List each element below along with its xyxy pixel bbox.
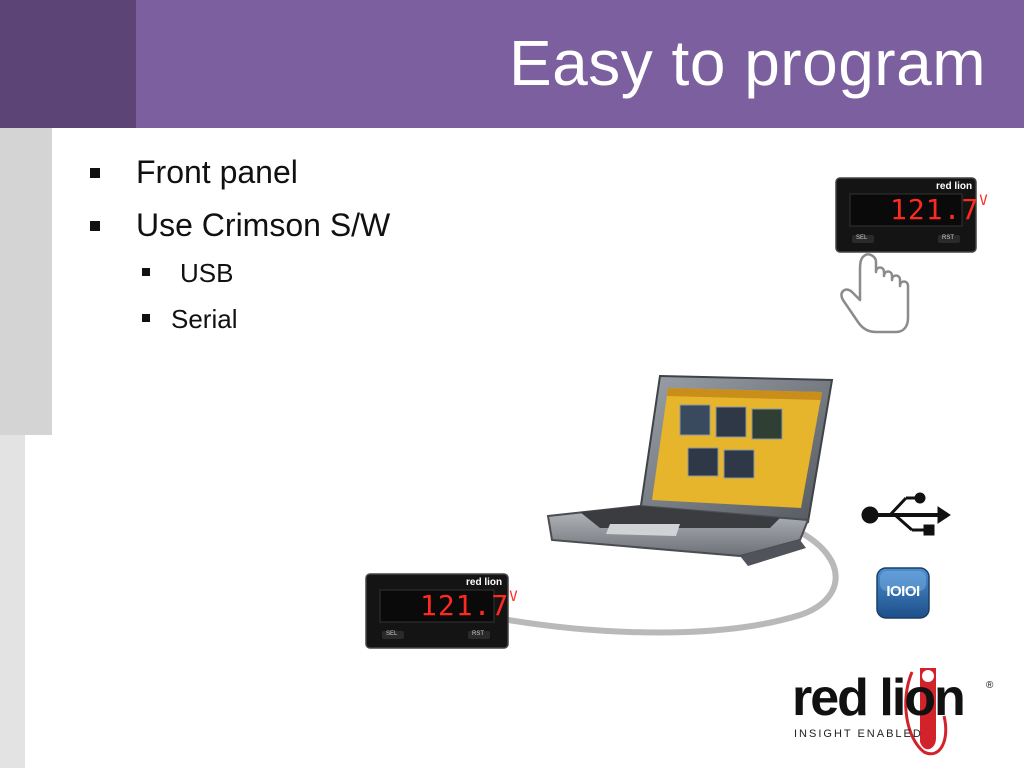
meter-unit: V <box>509 589 519 605</box>
bullet-crimson-software: Use Crimson S/W <box>136 207 391 243</box>
meter-brand-label: red lion <box>466 577 503 588</box>
meter-rst-key: RST <box>942 235 954 241</box>
meter-reading-value: 121.7 <box>890 193 980 226</box>
meter-rst-key: RST <box>472 631 484 637</box>
slide-title: Easy to program <box>508 27 986 99</box>
header-accent-block <box>0 0 136 128</box>
meter-reading: 121.7V <box>890 193 988 226</box>
bullet-marker <box>90 168 100 178</box>
meter-reading-value: 121.7 <box>420 589 510 622</box>
pointing-hand-icon <box>840 253 910 334</box>
meter-brand-label: red lion <box>936 181 973 192</box>
serial-port-icon <box>876 567 930 619</box>
bullet-front-panel: Front panel <box>136 154 298 190</box>
sub-bullet-marker <box>142 314 150 322</box>
meter-reading: 121.7V <box>420 589 518 622</box>
red-lion-logo-mark <box>904 668 948 756</box>
bullet-serial: Serial <box>171 304 238 334</box>
red-lion-logo: red lion <box>792 669 966 727</box>
sub-bullet-marker <box>142 268 150 276</box>
left-accent-bar <box>0 128 52 435</box>
header-bar <box>136 0 1024 128</box>
panel-meter-top <box>835 177 977 253</box>
panel-meter-bottom <box>365 573 509 649</box>
bullet-marker <box>90 221 100 231</box>
laptop <box>546 374 834 566</box>
meter-unit: V <box>979 193 989 209</box>
laptop-screen <box>652 388 822 508</box>
logo-tagline: INSIGHT ENABLED <box>794 728 923 740</box>
serial-icon-label: IOIOI <box>886 583 920 600</box>
left-accent-strip <box>0 435 25 768</box>
meter-sel-key: SEL <box>386 631 398 637</box>
meter-sel-key: SEL <box>856 235 868 241</box>
bullet-usb: USB <box>180 258 234 288</box>
cable <box>505 529 839 636</box>
usb-icon <box>861 492 951 536</box>
logo-registered-mark: ® <box>986 680 994 691</box>
